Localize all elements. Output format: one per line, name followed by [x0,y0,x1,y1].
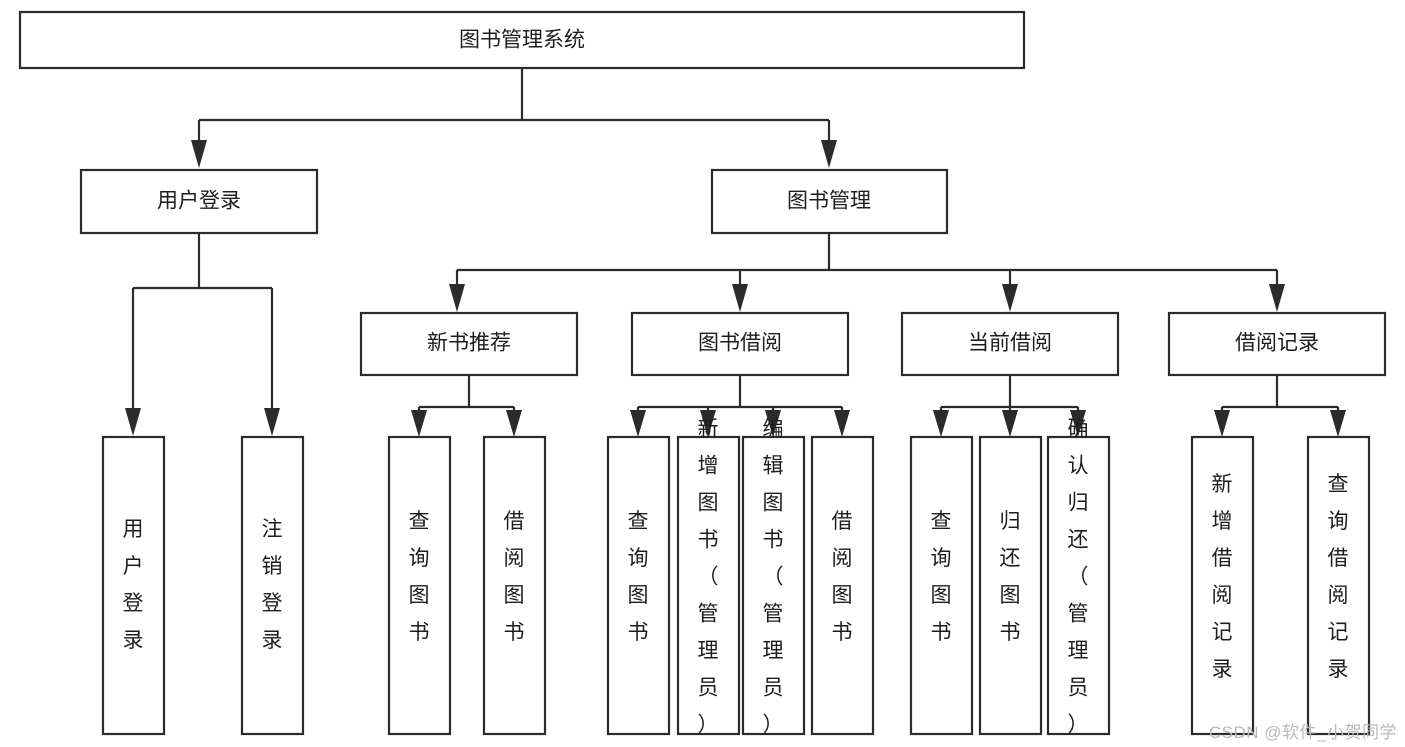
node-root[interactable]: 图书管理系统 [18,10,1026,70]
node-book-management[interactable]: 图书管理 [710,168,949,235]
node-leaf-user-login-box[interactable] [101,435,166,736]
node-leaf-borrow-book-1[interactable]: 借阅图书 [482,435,547,736]
node-leaf-user-login-label: 用户登录 [123,518,144,652]
node-current-borrow[interactable]: 当前借阅 [900,311,1120,377]
arrow-head-leaf-logout [264,408,280,436]
node-leaf-confirm-return-label: 确认归还（管理员） [1068,418,1089,737]
node-leaf-logout-box[interactable] [240,435,305,736]
node-leaf-add-book-box[interactable] [676,435,741,736]
node-leaf-add-book[interactable]: 新增图书（管理员） [676,418,741,737]
node-book-management-box[interactable] [710,168,949,235]
node-leaf-query-book-1-box[interactable] [387,435,452,736]
node-leaf-query-record-box[interactable] [1306,435,1371,736]
node-root-label: 图书管理系统 [459,29,585,52]
node-leaf-edit-book[interactable]: 编辑图书（管理员） [741,418,806,737]
node-leaf-add-book-label: 新增图书（管理员） [698,418,719,737]
node-leaf-return-book[interactable]: 归还图书 [978,435,1043,736]
node-leaf-query-record-label: 查询借阅记录 [1328,473,1349,681]
arrow-head-leaf-edit-book [765,410,781,437]
node-leaf-query-book-1-label: 查询图书 [409,510,430,644]
node-borrow-record-label: 借阅记录 [1235,332,1319,355]
node-leaf-query-record[interactable]: 查询借阅记录 [1306,435,1371,736]
node-new-book-recommend[interactable]: 新书推荐 [359,311,579,377]
arrow-head-leaf-user-login [125,408,141,436]
arrow-head-leaf-query-book-1 [411,410,427,437]
node-current-borrow-label: 当前借阅 [968,332,1052,355]
arrow-head-leaf-return-book [1002,410,1018,437]
arrow-head-leaf-add-book [700,410,716,437]
arrow-head-leaf-query-book-2 [630,410,646,437]
node-book-borrow-box[interactable] [630,311,850,377]
arrow-head-leaf-query-record [1330,410,1346,437]
arrow-head-borrow-record [1269,284,1285,312]
node-new-book-recommend-label: 新书推荐 [427,332,511,355]
node-user-login-box[interactable] [79,168,319,235]
node-leaf-borrow-book-1-box[interactable] [482,435,547,736]
node-leaf-query-book-2[interactable]: 查询图书 [606,435,671,736]
node-leaf-confirm-return[interactable]: 确认归还（管理员） [1046,418,1111,737]
node-leaf-add-record-box[interactable] [1190,435,1255,736]
node-leaf-query-book-1[interactable]: 查询图书 [387,435,452,736]
node-leaf-logout[interactable]: 注销登录 [240,435,305,736]
node-leaf-query-book-2-label: 查询图书 [628,510,649,644]
arrow-head-leaf-borrow-book-2 [834,410,850,437]
node-leaf-add-record-label: 新增借阅记录 [1212,473,1233,681]
arrow-head-leaf-borrow-book-1 [506,410,522,437]
arrow-head-new-book-recommend [449,284,465,312]
node-leaf-edit-book-box[interactable] [741,435,806,736]
node-leaf-confirm-return-box[interactable] [1046,435,1111,736]
node-book-management-label: 图书管理 [787,190,871,213]
node-leaf-borrow-book-2[interactable]: 借阅图书 [810,435,875,736]
arrow-head-current-borrow [1002,284,1018,312]
node-leaf-return-book-label: 归还图书 [1000,510,1021,644]
node-leaf-query-book-2-box[interactable] [606,435,671,736]
node-leaf-query-book-3-label: 查询图书 [931,510,952,644]
arrow-head-leaf-confirm-return [1070,410,1086,437]
node-user-login-label: 用户登录 [157,190,241,213]
node-leaf-logout-label: 注销登录 [262,518,283,652]
node-book-borrow[interactable]: 图书借阅 [630,311,850,377]
node-book-borrow-label: 图书借阅 [698,332,782,355]
arrow-head-leaf-query-book-3 [933,410,949,437]
node-leaf-edit-book-label: 编辑图书（管理员） [763,418,784,737]
node-leaf-user-login[interactable]: 用户登录 [101,435,166,736]
node-leaf-query-book-3[interactable]: 查询图书 [909,435,974,736]
node-leaf-borrow-book-2-box[interactable] [810,435,875,736]
node-leaf-query-book-3-box[interactable] [909,435,974,736]
arrow-head-book-management [821,140,837,168]
node-leaf-add-record[interactable]: 新增借阅记录 [1190,435,1255,736]
node-user-login[interactable]: 用户登录 [79,168,319,235]
node-leaf-borrow-book-2-label: 借阅图书 [832,510,853,644]
connector-layer [125,68,1346,437]
arrow-head-user-login [191,140,207,168]
arrow-head-leaf-add-record [1214,410,1230,437]
node-leaf-return-book-box[interactable] [978,435,1043,736]
node-root-box[interactable] [18,10,1026,70]
node-borrow-record-box[interactable] [1167,311,1387,377]
node-leaf-borrow-book-1-label: 借阅图书 [504,510,525,644]
watermark-text: CSDN @软件_小贺同学 [1208,723,1397,742]
arrow-head-book-borrow [732,284,748,312]
node-current-borrow-box[interactable] [900,311,1120,377]
node-borrow-record[interactable]: 借阅记录 [1167,311,1387,377]
node-new-book-recommend-box[interactable] [359,311,579,377]
